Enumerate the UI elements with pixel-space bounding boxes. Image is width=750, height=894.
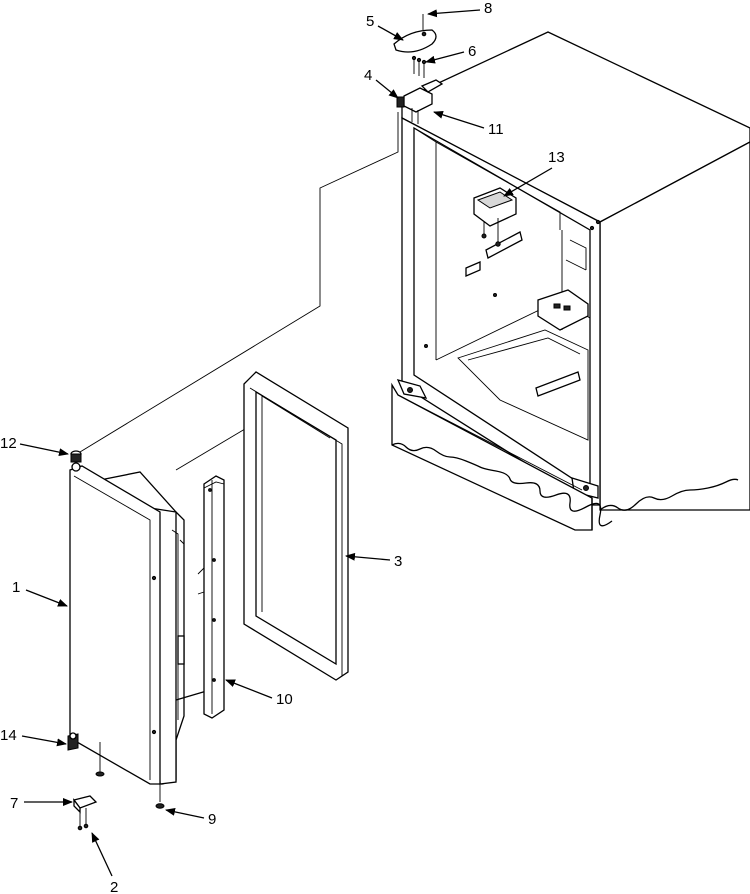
alignment-leader-2 (175, 425, 251, 471)
callout-arrow-4 (375, 79, 399, 99)
callout-arrow-9 (165, 807, 205, 819)
callout-label-9: 9 (208, 811, 216, 828)
callout-label-13: 13 (548, 149, 565, 166)
callout-label-14: 14 (0, 727, 17, 744)
door-panel (69, 462, 211, 809)
door-gasket-3 (243, 371, 349, 681)
callout-label-1: 1 (12, 579, 20, 596)
callout-label-2: 2 (110, 879, 118, 894)
callout-label-4: 4 (364, 67, 372, 84)
callout-arrow-1 (25, 589, 68, 607)
cap-12 (70, 450, 82, 463)
callout-arrow-8 (427, 9, 481, 18)
callout-label-5: 5 (366, 13, 374, 30)
callout-arrow-6 (425, 51, 465, 64)
cabinet (391, 31, 750, 531)
callout-label-10: 10 (276, 691, 293, 708)
alignment-leader (79, 112, 399, 453)
bottom-hinge-7 (72, 795, 98, 831)
callouts: 1 2 3 4 5 6 8 7 9 10 11 12 13 (0, 0, 565, 894)
callout-arrow-13 (503, 167, 553, 197)
callout-label-6: 6 (468, 43, 476, 60)
door-trim-10 (203, 475, 225, 719)
callout-label-7: 7 (10, 795, 18, 812)
callout-label-11: 11 (488, 121, 504, 138)
callout-arrow-14 (21, 735, 67, 747)
callout-arrow-10 (225, 679, 273, 699)
callout-label-8: 8 (484, 0, 492, 17)
callout-arrow-5 (377, 25, 404, 41)
callout-label-3: 3 (394, 553, 402, 570)
top-hinge-cover (393, 14, 437, 124)
callout-arrow-11 (433, 110, 485, 129)
bushing-14 (67, 732, 79, 751)
callout-arrow-12 (19, 443, 69, 457)
callout-arrow-2 (91, 832, 113, 877)
callout-arrow-3 (345, 552, 391, 561)
callout-label-12: 12 (0, 435, 17, 452)
